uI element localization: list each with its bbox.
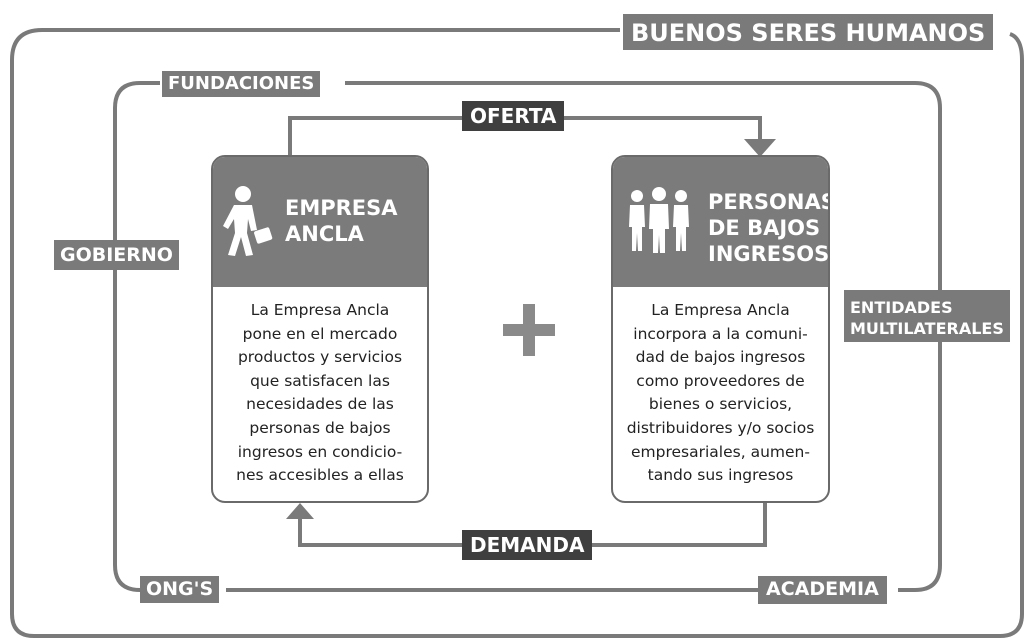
people-group-icon: [629, 187, 689, 253]
personas-bajos-ingresos-title: PERSONAS DE BAJOS INGRESOS: [708, 190, 830, 266]
personas-bajos-ingresos-description: La Empresa Ancla incorpora a la comuni- …: [626, 301, 815, 485]
plus-icon: [503, 304, 555, 356]
personas-bajos-ingresos-box: PERSONAS DE BAJOS INGRESOS La Empresa An…: [611, 155, 830, 503]
outer-ring-label: BUENOS SERES HUMANOS: [623, 14, 994, 50]
empresa-ancla-header: EMPRESA ANCLA: [213, 157, 427, 287]
oferta-arrowhead: [744, 139, 776, 157]
empresa-ancla-description: La Empresa Ancla pone en el mercado prod…: [236, 301, 404, 485]
entidades-multilaterales-label: ENTIDADES MULTILATERALES: [844, 290, 1010, 342]
empresa-ancla-title: EMPRESA ANCLA: [285, 196, 398, 246]
personas-bajos-ingresos-header: PERSONAS DE BAJOS INGRESOS: [613, 157, 828, 287]
gobierno-label: GOBIERNO: [54, 240, 179, 270]
academia-label: ACADEMIA: [758, 576, 887, 604]
oferta-label: OFERTA: [462, 101, 565, 131]
fundaciones-label: FUNDACIONES: [162, 71, 321, 97]
outer-ring: [10, 28, 1024, 638]
empresa-ancla-box: EMPRESA ANCLA La Empresa Ancla pone en e…: [211, 155, 429, 503]
demanda-label: DEMANDA: [462, 530, 593, 560]
ongs-label: ONG'S: [140, 576, 220, 603]
demanda-arrowhead: [286, 503, 314, 519]
businessman-icon: [223, 186, 273, 256]
